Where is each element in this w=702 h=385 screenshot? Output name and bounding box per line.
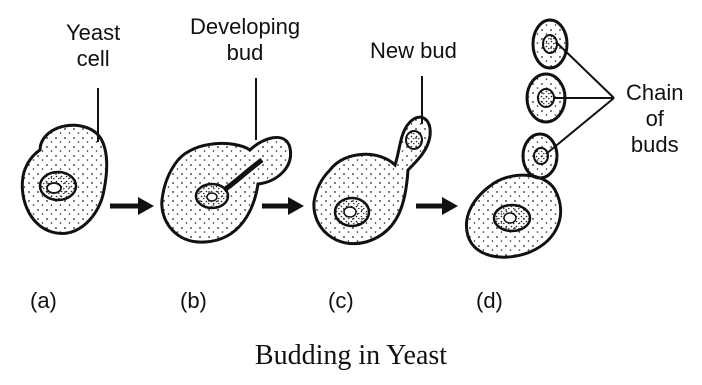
new-bud-label: New bud	[370, 38, 457, 64]
yeast-cell-label: Yeast cell	[66, 20, 120, 72]
yeast-cell-a	[22, 125, 106, 233]
chain-of-buds-label-line-2: of	[626, 106, 683, 132]
arrow-c-d	[416, 197, 458, 215]
developing-bud-label: Developing bud	[190, 14, 300, 66]
bud-nucleus	[406, 131, 422, 149]
stage-a-label: (a)	[30, 288, 57, 314]
bud-3-nucleus	[543, 35, 557, 53]
chain-of-buds-label-line-1: Chain	[626, 80, 683, 106]
arrow-b-c	[262, 197, 304, 215]
yeast-cell-label-line-1: Yeast	[66, 20, 120, 46]
chain-of-buds-label: Chain of buds	[626, 80, 683, 158]
vacuole	[47, 183, 61, 193]
chain-of-buds-label-line-3: buds	[626, 132, 683, 158]
stage-c-label: (c)	[328, 288, 354, 314]
bud-1-nucleus	[534, 148, 548, 164]
bud-2-nucleus	[538, 89, 554, 107]
stage-d-label: (d)	[476, 288, 503, 314]
yeast-cell-label-line-2: cell	[66, 46, 120, 72]
yeast-cell-d	[466, 20, 567, 257]
developing-bud-label-line-2: bud	[190, 40, 300, 66]
yeast-cell-b	[162, 137, 291, 242]
vacuole	[207, 193, 217, 201]
arrow-a-b	[110, 197, 154, 215]
vacuole	[344, 207, 356, 217]
developing-bud-label-line-1: Developing	[190, 14, 300, 40]
figure-caption: Budding in Yeast	[0, 340, 702, 372]
stage-b-label: (b)	[180, 288, 207, 314]
yeast-cell-c	[314, 117, 430, 243]
vacuole	[504, 213, 516, 223]
